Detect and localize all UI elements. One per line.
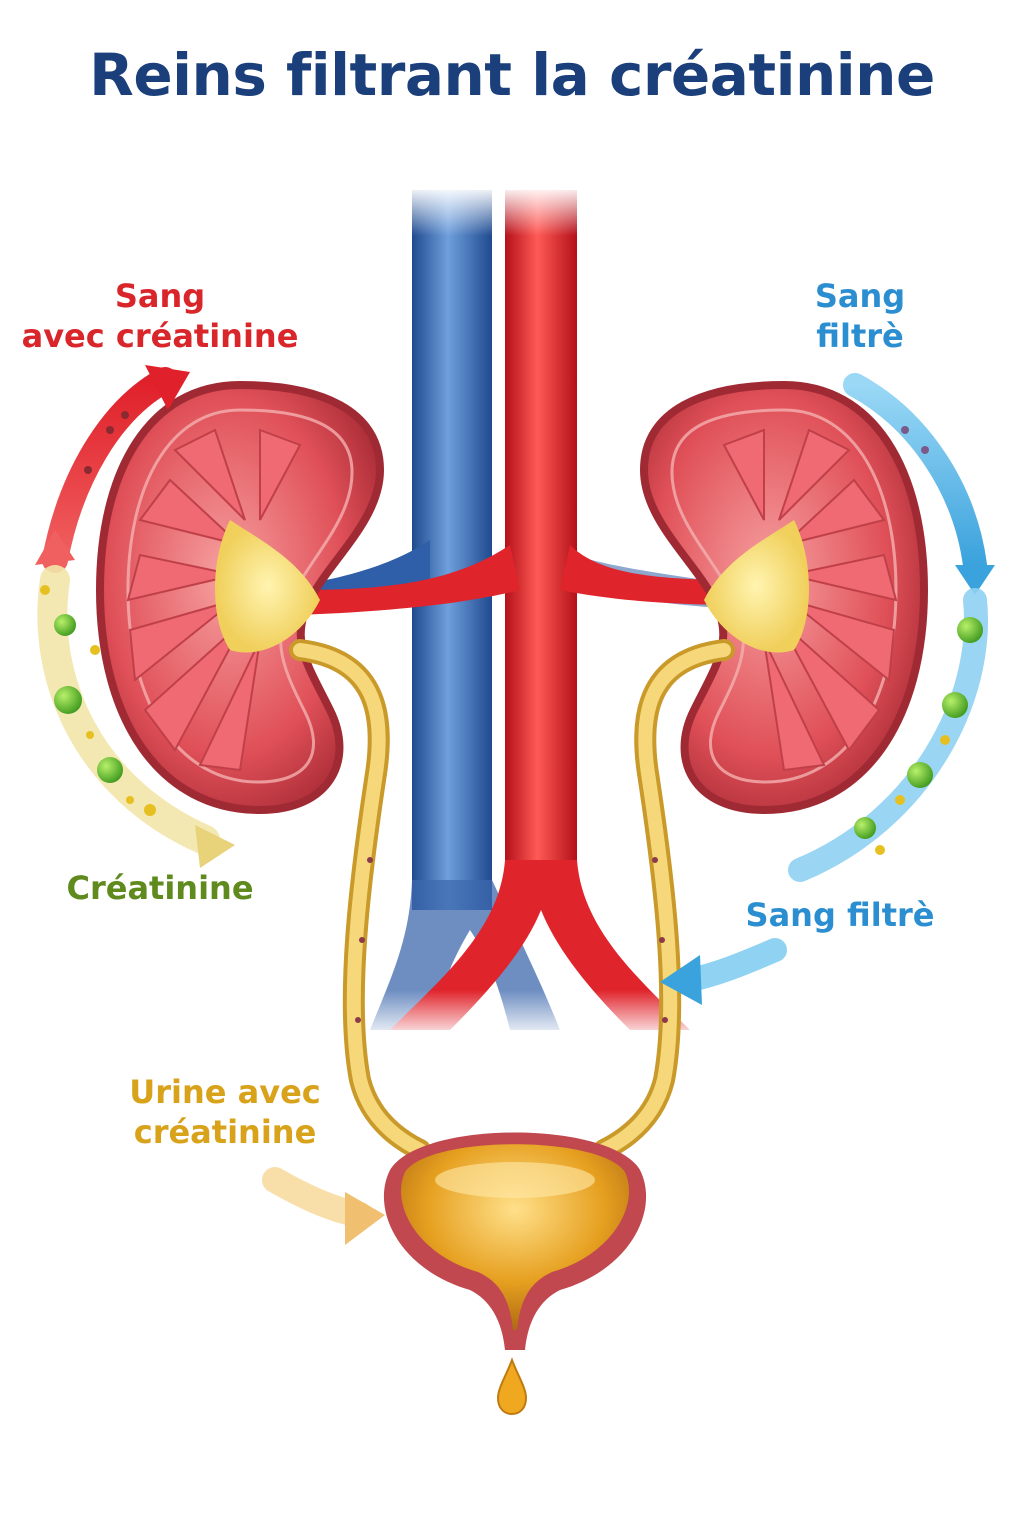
right-kidney xyxy=(639,380,929,815)
label-line: filtrè xyxy=(816,317,904,355)
label-line: créatinine xyxy=(133,1113,317,1151)
aorta xyxy=(390,186,690,1030)
right-pyramids xyxy=(722,428,898,772)
creatinine-particle-icon xyxy=(40,411,983,1023)
arrow-blood-in xyxy=(35,365,190,573)
label-line: Sang xyxy=(114,277,206,315)
bladder xyxy=(383,1132,647,1350)
label-creatinine: Créatinine xyxy=(66,869,254,907)
label-urine-with-creatinine: Urine avec créatinine xyxy=(100,1072,350,1152)
label-filtered-blood-top: Sang filtrè xyxy=(760,276,960,356)
label-line: Sang xyxy=(814,277,906,315)
label-blood-with-creatinine: Sang avec créatinine xyxy=(10,276,310,356)
renal-arteries xyxy=(290,545,740,615)
label-line: avec créatinine xyxy=(21,317,299,355)
label-filtered-blood-bottom: Sang filtrè xyxy=(745,896,935,934)
arrow-urine-in xyxy=(262,1167,385,1245)
label-line: Urine avec xyxy=(129,1073,321,1111)
left-pyramids xyxy=(126,428,302,772)
left-kidney xyxy=(95,380,385,815)
arrow-creatinine-out xyxy=(37,565,235,868)
ureters xyxy=(289,639,735,1161)
arrow-filtered-blood-top xyxy=(843,373,995,595)
arrow-filtered-blood-bottom xyxy=(660,938,787,1005)
urine-drop-icon xyxy=(496,1357,528,1416)
page-title: Reins filtrant la créatinine xyxy=(89,41,935,109)
